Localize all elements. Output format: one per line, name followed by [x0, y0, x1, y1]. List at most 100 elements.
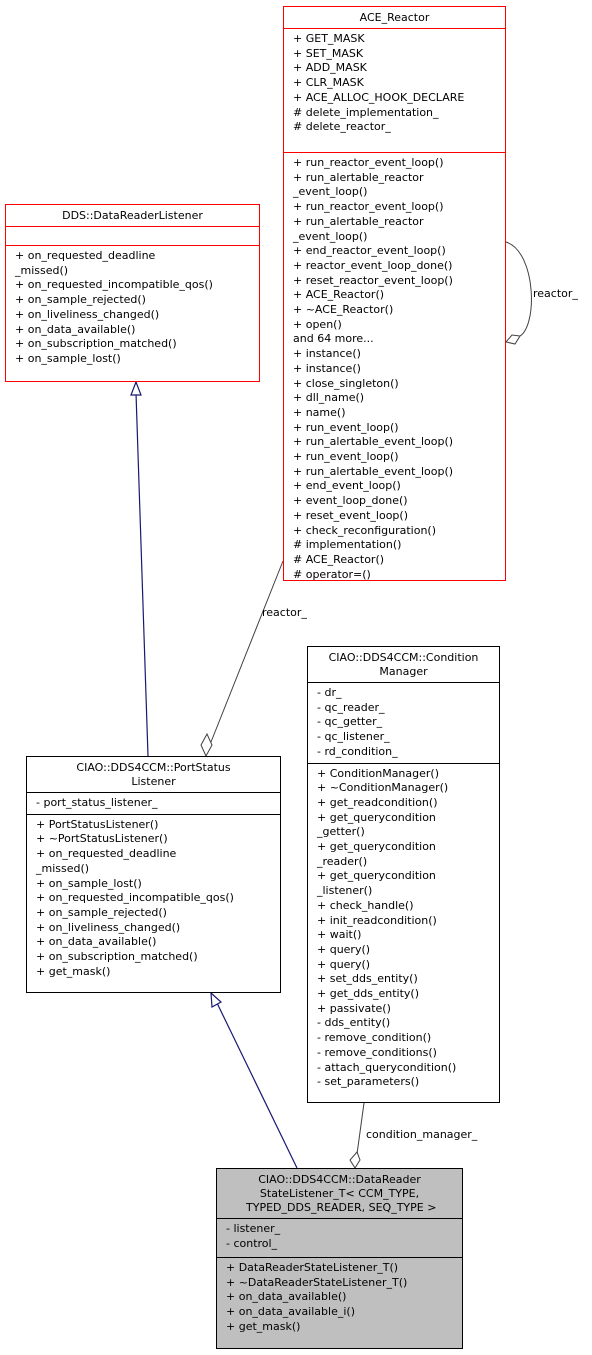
method: + get_readcondition(): [317, 795, 438, 809]
class-title: ACE_Reactor: [284, 7, 505, 28]
class-name: Manager: [379, 665, 428, 678]
method: _event_loop(): [293, 229, 368, 243]
aggregation-diamond: [200, 732, 213, 758]
reactor-self-label: reactor_: [533, 287, 578, 300]
method: + set_dds_entity(): [317, 972, 418, 986]
class-name: CIAO::DDS4CCM::DataReader: [258, 1173, 421, 1186]
class-portstatus-listener[interactable]: CIAO::DDS4CCM::PortStatus Listener - por…: [26, 756, 281, 993]
methods-section: + run_reactor_event_loop() + run_alertab…: [284, 152, 505, 585]
method: + on_sample_rejected(): [36, 905, 167, 919]
methods-section: + on_requested_deadline _missed() + on_r…: [6, 245, 259, 370]
class-name: Listener: [131, 775, 176, 788]
class-name: CIAO::DDS4CCM::PortStatus: [76, 761, 231, 774]
method: + get_mask(): [36, 964, 111, 978]
aggregation-diamond: [505, 334, 521, 345]
method: + open(): [293, 317, 342, 331]
method: # implementation(): [293, 538, 402, 552]
method: + reactor_event_loop_done(): [293, 258, 453, 272]
attribute: # delete_reactor_: [293, 120, 391, 134]
inheritance-arrowhead: [210, 991, 223, 1008]
inheritance-line-portstatus-to-datareaderlistener: [135, 392, 149, 757]
class-title: CIAO::DDS4CCM::PortStatus Listener: [27, 757, 280, 792]
method: + on_data_available(): [36, 935, 157, 949]
method: _event_loop(): [293, 185, 368, 199]
attribute: + ADD_MASK: [293, 61, 367, 75]
inheritance-arrowhead: [130, 380, 142, 396]
method: - remove_conditions(): [317, 1045, 437, 1059]
attribute: - qc_reader_: [317, 700, 385, 714]
inheritance-line-statelistener-to-portstatus: [216, 1002, 298, 1169]
method: + get_querycondition: [317, 869, 436, 883]
method: _reader(): [317, 854, 368, 868]
method: + ConditionManager(): [317, 766, 440, 780]
method: + run_alertable_event_loop(): [293, 464, 454, 478]
method: - dds_entity(): [317, 1016, 391, 1030]
association-line-reactor: [210, 560, 284, 743]
attribute: + ACE_ALLOC_HOOK_DECLARE: [293, 90, 465, 104]
method: - remove_condition(): [317, 1031, 432, 1045]
condition-manager-association-label: condition_manager_: [366, 1128, 478, 1141]
method: + instance(): [293, 361, 361, 375]
class-datareader-state-listener[interactable]: CIAO::DDS4CCM::DataReader StateListener_…: [216, 1168, 463, 1349]
method: + ~DataReaderStateListener_T(): [226, 1275, 408, 1289]
more-members-note: and 64 more...: [293, 332, 374, 346]
class-ace-reactor[interactable]: ACE_Reactor + GET_MASK + SET_MASK + ADD_…: [283, 6, 506, 581]
method: + wait(): [317, 928, 362, 942]
method: + DataReaderStateListener_T(): [226, 1261, 399, 1274]
class-dds-datareaderlistener[interactable]: DDS::DataReaderListener + on_requested_d…: [5, 204, 260, 382]
class-name: StateListener_T< CCM_TYPE,: [259, 1187, 420, 1200]
method: + run_reactor_event_loop(): [293, 156, 444, 169]
method: + reset_event_loop(): [293, 508, 408, 522]
method: + init_readcondition(): [317, 913, 437, 927]
attribute: - control_: [226, 1236, 278, 1250]
class-title: CIAO::DDS4CCM::Condition Manager: [308, 647, 499, 682]
method: + check_reconfiguration(): [293, 523, 437, 537]
attribute: + GET_MASK: [293, 32, 365, 45]
self-association-loop-reactor: [505, 241, 532, 338]
class-name: ACE_Reactor: [359, 11, 430, 24]
method: + passivate(): [317, 1001, 391, 1015]
attribute: - listener_: [226, 1222, 281, 1235]
method: + run_alertable_event_loop(): [293, 435, 454, 449]
method: + ACE_Reactor(): [293, 288, 385, 302]
method: + get_querycondition: [317, 840, 436, 854]
method: + PortStatusListener(): [36, 817, 159, 831]
attribute: - rd_condition_: [317, 744, 398, 758]
method: + ~ConditionManager(): [317, 781, 449, 795]
class-condition-manager[interactable]: CIAO::DDS4CCM::Condition Manager - dr_ -…: [307, 646, 500, 1103]
method: + on_requested_deadline: [36, 847, 177, 861]
attributes-section: + GET_MASK + SET_MASK + ADD_MASK + CLR_M…: [284, 28, 505, 152]
class-title: DDS::DataReaderListener: [6, 205, 259, 226]
method: + check_handle(): [317, 898, 414, 912]
method: + run_alertable_reactor: [293, 170, 424, 184]
method: + query(): [317, 957, 371, 971]
method: + on_data_available(): [226, 1290, 347, 1304]
method: _listener(): [317, 884, 373, 898]
attribute: # delete_implementation_: [293, 105, 439, 119]
method: + run_alertable_reactor: [293, 214, 424, 228]
method: _missed(): [36, 861, 90, 875]
association-line-condition-manager: [356, 1102, 365, 1155]
method: + on_liveliness_changed(): [15, 307, 160, 321]
method: + end_event_loop(): [293, 479, 401, 493]
method: - attach_querycondition(): [317, 1060, 457, 1074]
attributes-section: - listener_ - control_: [217, 1218, 462, 1257]
attribute: + SET_MASK: [293, 46, 364, 60]
methods-section: + ConditionManager() + ~ConditionManager…: [308, 762, 499, 1093]
method: + run_event_loop(): [293, 450, 399, 464]
method: _missed(): [15, 263, 69, 277]
method: + ~PortStatusListener(): [36, 832, 168, 846]
method: + get_dds_entity(): [317, 987, 419, 1001]
attribute: + CLR_MASK: [293, 76, 364, 90]
attributes-section: - dr_ - qc_reader_ - qc_getter_ - qc_lis…: [308, 682, 499, 763]
method: + on_sample_rejected(): [15, 293, 146, 307]
method: + close_singleton(): [293, 376, 399, 390]
attribute: - dr_: [317, 686, 342, 699]
method: + on_requested_incompatible_qos(): [36, 891, 234, 905]
method: + on_requested_deadline: [15, 249, 156, 262]
method: + on_sample_lost(): [15, 351, 121, 365]
method: + get_mask(): [226, 1319, 301, 1333]
class-name: TYPED_DDS_READER, SEQ_TYPE >: [242, 1201, 437, 1214]
method: + query(): [317, 942, 371, 956]
